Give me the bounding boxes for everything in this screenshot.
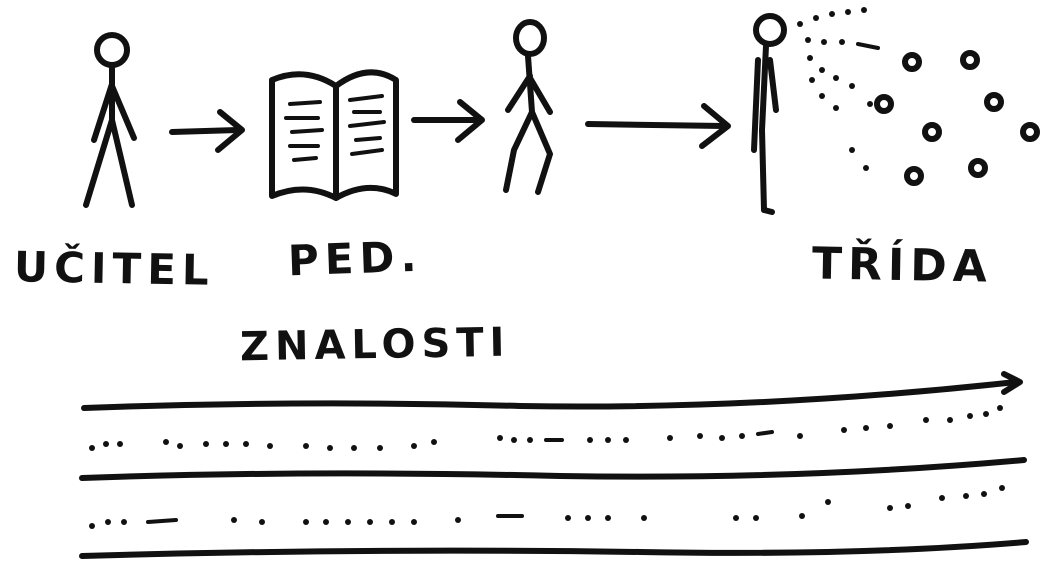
arrow-2 (414, 102, 482, 140)
speaker-back (754, 60, 758, 150)
timeline-lines (82, 374, 1026, 556)
walker-leg (532, 112, 550, 192)
walking-figure (506, 22, 550, 192)
dotted-row-1 (89, 405, 1003, 451)
speaker-arm (770, 60, 776, 110)
arrow-3 (588, 106, 728, 146)
teacher-figure (86, 35, 134, 205)
label-trida: TŘÍDA (812, 238, 994, 292)
speaker-figure (754, 16, 784, 212)
label-teacher: UČITEL (14, 242, 215, 294)
speaker-head (756, 16, 784, 44)
line-2 (82, 460, 1024, 478)
class-students (877, 53, 1037, 183)
line-3 (82, 542, 1026, 556)
book-icon (272, 72, 396, 198)
teacher-head (97, 35, 127, 65)
dotted-row-2 (89, 485, 1005, 529)
speech-dots (797, 7, 878, 171)
line-1 (84, 382, 1016, 408)
label-znalosti: ZNALOSTI (240, 320, 511, 371)
walker-head (516, 22, 544, 54)
arrow-1 (172, 112, 242, 150)
label-ped: PED. (287, 232, 423, 286)
